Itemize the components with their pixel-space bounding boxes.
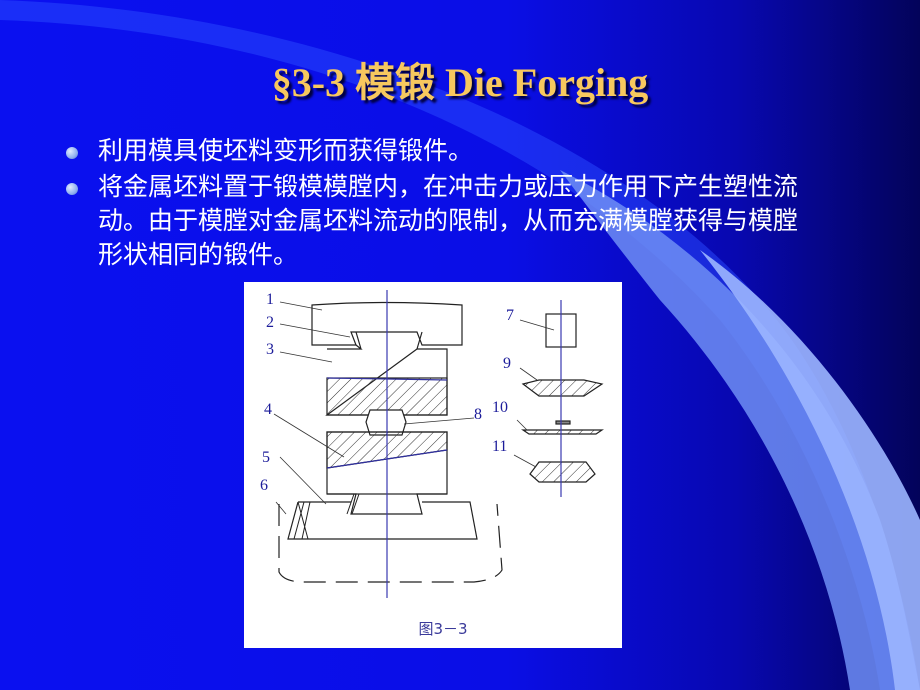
- bullet-item: 利用模具使坯料变形而获得锻件。: [62, 134, 822, 168]
- diagram-drawing: 1 2 3 4 5 6 7 8 9 10 11: [260, 290, 604, 598]
- label-9: 9: [503, 355, 511, 372]
- bullet-item: 将金属坯料置于锻模模膛内，在冲击力或压力作用下产生塑性流动。由于模膛对金属坯料流…: [62, 170, 822, 272]
- bullet-icon: [66, 147, 78, 159]
- figure-caption: 图3－3: [418, 620, 468, 638]
- slide-title: §3-3 模锻 Die Forging: [271, 60, 649, 105]
- label-10: 10: [492, 399, 508, 416]
- die-forging-diagram: 1 2 3 4 5 6 7 8 9 10 11 图3－3: [244, 282, 622, 648]
- label-1: 1: [266, 291, 274, 308]
- label-3: 3: [266, 341, 274, 358]
- label-11: 11: [492, 438, 507, 455]
- bullet-text: 将金属坯料置于锻模模膛内，在冲击力或压力作用下产生塑性流动。由于模膛对金属坯料流…: [98, 172, 799, 269]
- bullet-text: 利用模具使坯料变形而获得锻件。: [98, 136, 474, 165]
- label-5: 5: [262, 449, 270, 466]
- label-7: 7: [506, 307, 514, 324]
- label-6: 6: [260, 477, 268, 494]
- label-8: 8: [474, 406, 482, 423]
- label-2: 2: [266, 314, 274, 331]
- bullet-icon: [66, 183, 78, 195]
- label-4: 4: [264, 401, 272, 418]
- bullet-list: 利用模具使坯料变形而获得锻件。 将金属坯料置于锻模模膛内，在冲击力或压力作用下产…: [62, 134, 822, 274]
